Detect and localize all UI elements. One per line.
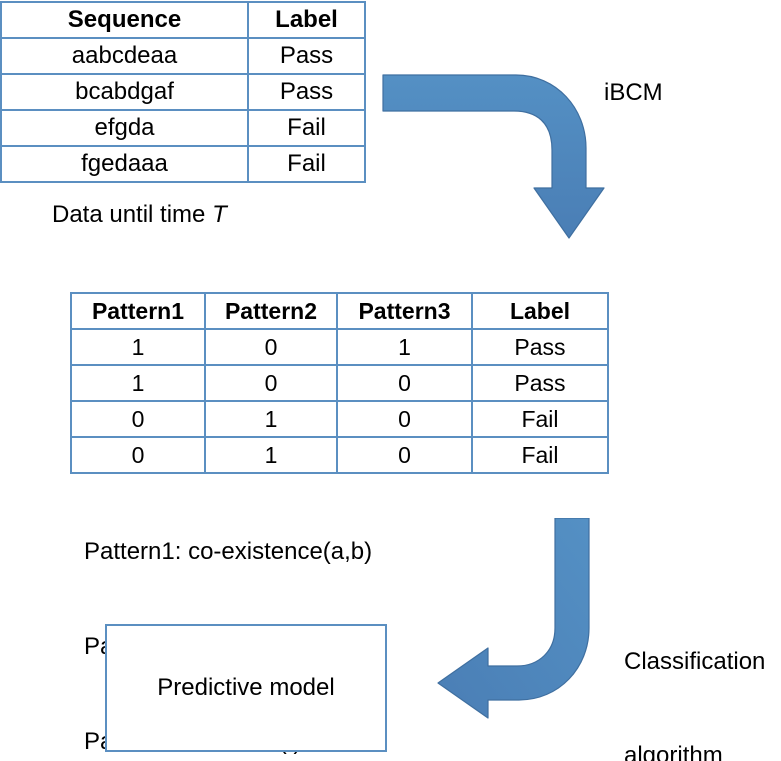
caption-time-symbol: T [212,201,227,228]
pattern-legend-line-1: Pattern1: co-existence(a,b) [84,538,373,566]
table-row: 1 0 1 Pass [70,328,609,366]
ibcm-label: iBCM [604,79,663,106]
column-header-label: Label [471,292,609,330]
classification-label-line-2: algorithm [624,741,723,761]
table-header-row: Sequence Label [0,1,366,39]
column-header-pattern3: Pattern3 [336,292,473,330]
cell-pattern2: 1 [204,400,338,438]
classification-label-line-1: Classification [624,648,766,676]
column-header-pattern2: Pattern2 [204,292,338,330]
cell-label: Fail [247,109,366,147]
column-header-sequence: Sequence [0,1,249,39]
cell-pattern2: 0 [204,328,338,366]
table-row: 0 1 0 Fail [70,400,609,438]
table-header-row: Pattern1 Pattern2 Pattern3 Label [70,292,609,330]
cell-pattern1: 0 [70,400,206,438]
cell-label: Pass [247,73,366,111]
cell-pattern3: 0 [336,400,473,438]
cell-sequence: bcabdgaf [0,73,249,111]
cell-label: Pass [471,328,609,366]
table-row: fgedaaa Fail [0,145,366,183]
cell-sequence: fgedaaa [0,145,249,183]
cell-pattern3: 0 [336,364,473,402]
cell-pattern1: 1 [70,364,206,402]
cell-label: Fail [247,145,366,183]
cell-label: Fail [471,400,609,438]
cell-pattern1: 0 [70,436,206,474]
pattern-table: Pattern1 Pattern2 Pattern3 Label 1 0 1 P… [70,292,609,474]
table-row: efgda Fail [0,109,366,147]
curved-arrow-down-icon [382,74,605,239]
cell-pattern3: 1 [336,328,473,366]
column-header-label: Label [247,1,366,39]
cell-label: Fail [471,436,609,474]
cell-sequence: aabcdeaa [0,37,249,75]
cell-sequence: efgda [0,109,249,147]
table-row: aabcdeaa Pass [0,37,366,75]
cell-pattern2: 1 [204,436,338,474]
sequence-table: Sequence Label aabcdeaa Pass bcabdgaf Pa… [0,1,366,183]
table-row: 1 0 0 Pass [70,364,609,402]
sequence-table-caption: Data until time T [52,200,227,229]
curved-arrow-left-icon [437,518,590,719]
cell-pattern3: 0 [336,436,473,474]
classification-algorithm-label: Classification algorithm [624,584,765,761]
table-row: 0 1 0 Fail [70,436,609,474]
column-header-pattern1: Pattern1 [70,292,206,330]
predictive-model-box: Predictive model [105,624,387,752]
cell-pattern2: 0 [204,364,338,402]
predictive-model-label: Predictive model [157,674,335,701]
table-row: bcabdgaf Pass [0,73,366,111]
caption-prefix: Data until time [52,201,213,228]
cell-label: Pass [247,37,366,75]
cell-label: Pass [471,364,609,402]
cell-pattern1: 1 [70,328,206,366]
